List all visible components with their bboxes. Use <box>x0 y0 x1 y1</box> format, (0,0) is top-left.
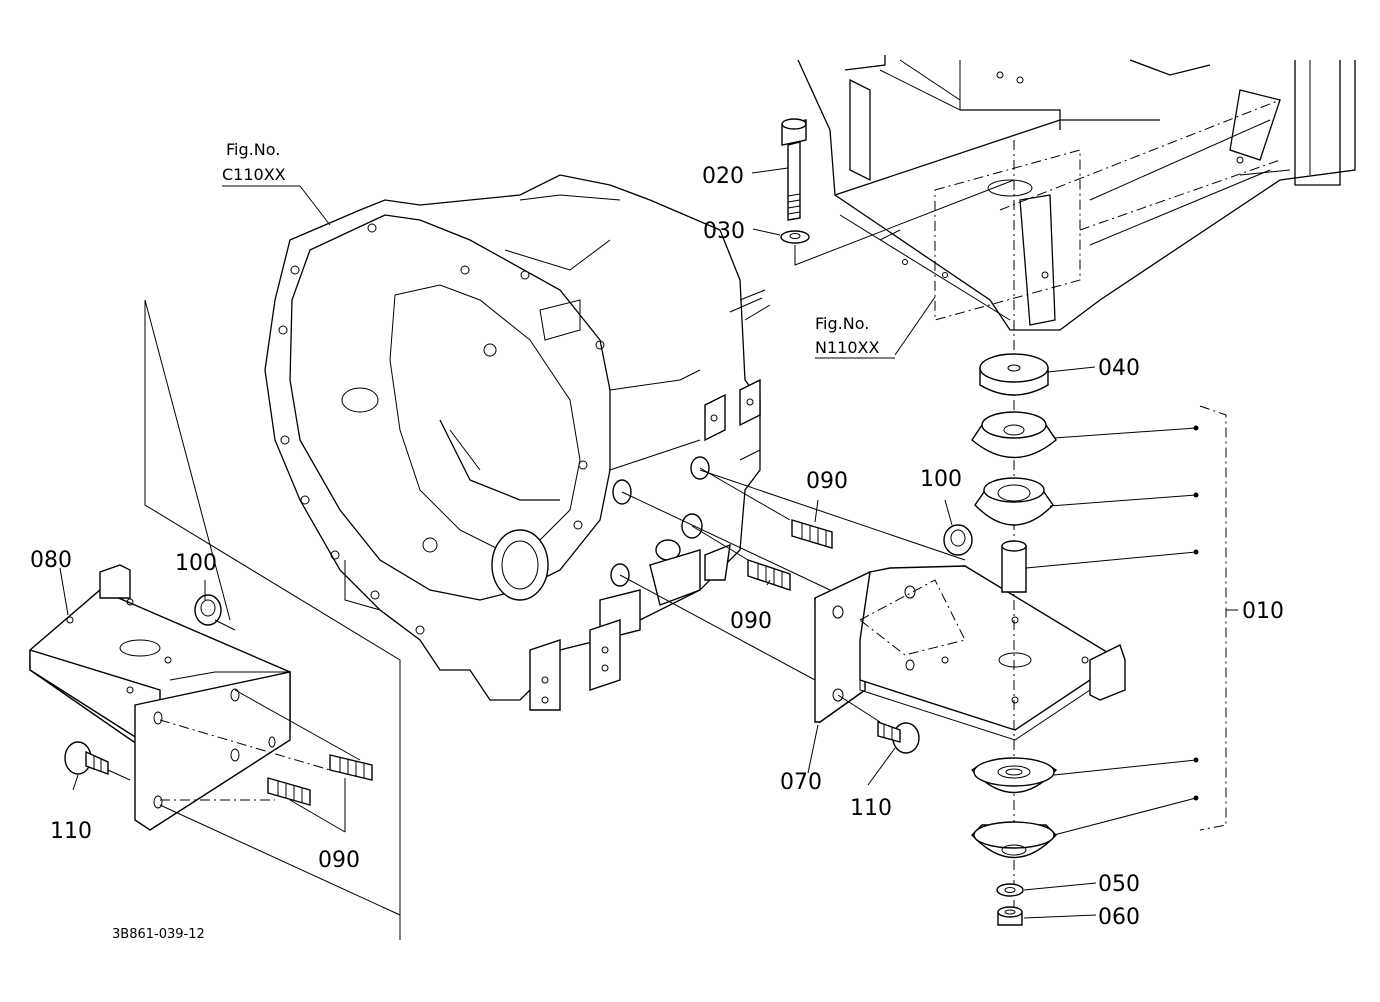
cushion-middle <box>974 477 1054 526</box>
drawing-code: 3B861-039-12 <box>112 927 205 942</box>
figure-ref-number: N110XX <box>815 338 879 357</box>
part-label-030[interactable]: 030 <box>703 219 745 244</box>
clutch-housing <box>264 174 771 711</box>
part-label-100-right[interactable]: 100 <box>920 467 962 492</box>
group-bracket-010 <box>1199 405 1227 831</box>
bolt-020 <box>781 118 807 221</box>
part-label-110-left[interactable]: 110 <box>50 819 92 844</box>
stud-090-left-upper <box>329 754 373 781</box>
frame-assembly <box>797 55 1356 331</box>
part-label-100-left[interactable]: 100 <box>175 551 217 576</box>
part-label-050[interactable]: 050 <box>1098 872 1140 897</box>
collar <box>1001 540 1027 593</box>
part-label-070[interactable]: 070 <box>780 770 822 795</box>
part-label-040[interactable]: 040 <box>1098 356 1140 381</box>
stud-090-left-lower <box>267 777 311 806</box>
figure-ref-label: Fig.No. <box>226 140 280 159</box>
figure-ref-n110xx: Fig.No. N110XX <box>815 314 895 359</box>
stud-090-right-lower <box>747 559 791 591</box>
bracket-080 <box>29 299 401 940</box>
leader-lines <box>59 167 1097 919</box>
part-label-010[interactable]: 010 <box>1242 599 1284 624</box>
part-label-090-lower[interactable]: 090 <box>730 609 772 634</box>
part-label-090-upper[interactable]: 090 <box>806 469 848 494</box>
bolt-110-right <box>877 721 920 754</box>
mount-stack <box>780 118 1238 926</box>
part-label-080[interactable]: 080 <box>30 548 72 573</box>
part-label-090-left[interactable]: 090 <box>318 848 360 873</box>
nut-100-left <box>194 594 236 631</box>
part-label-020[interactable]: 020 <box>702 164 744 189</box>
cushion-lower-1 <box>970 757 1058 794</box>
bracket-070 <box>619 467 1126 754</box>
stud-090-right-upper <box>791 519 833 549</box>
figure-ref-label: Fig.No. <box>815 314 869 333</box>
cushion-lower-2 <box>971 821 1057 859</box>
nut-100-right <box>943 524 973 556</box>
cushion-040 <box>979 353 1049 396</box>
figure-ref-number: C110XX <box>222 165 286 184</box>
washer-050 <box>996 883 1024 897</box>
washer-030 <box>780 230 810 244</box>
part-label-110-right[interactable]: 110 <box>850 796 892 821</box>
part-labels: 010 020 030 040 050 060 070 080 090 090 … <box>30 164 1284 930</box>
cushion-upper <box>971 411 1057 459</box>
figure-ref-c110xx: Fig.No. C110XX <box>222 140 300 187</box>
nut-060 <box>997 906 1023 926</box>
part-label-060[interactable]: 060 <box>1098 905 1140 930</box>
bolt-110-left <box>64 741 131 781</box>
